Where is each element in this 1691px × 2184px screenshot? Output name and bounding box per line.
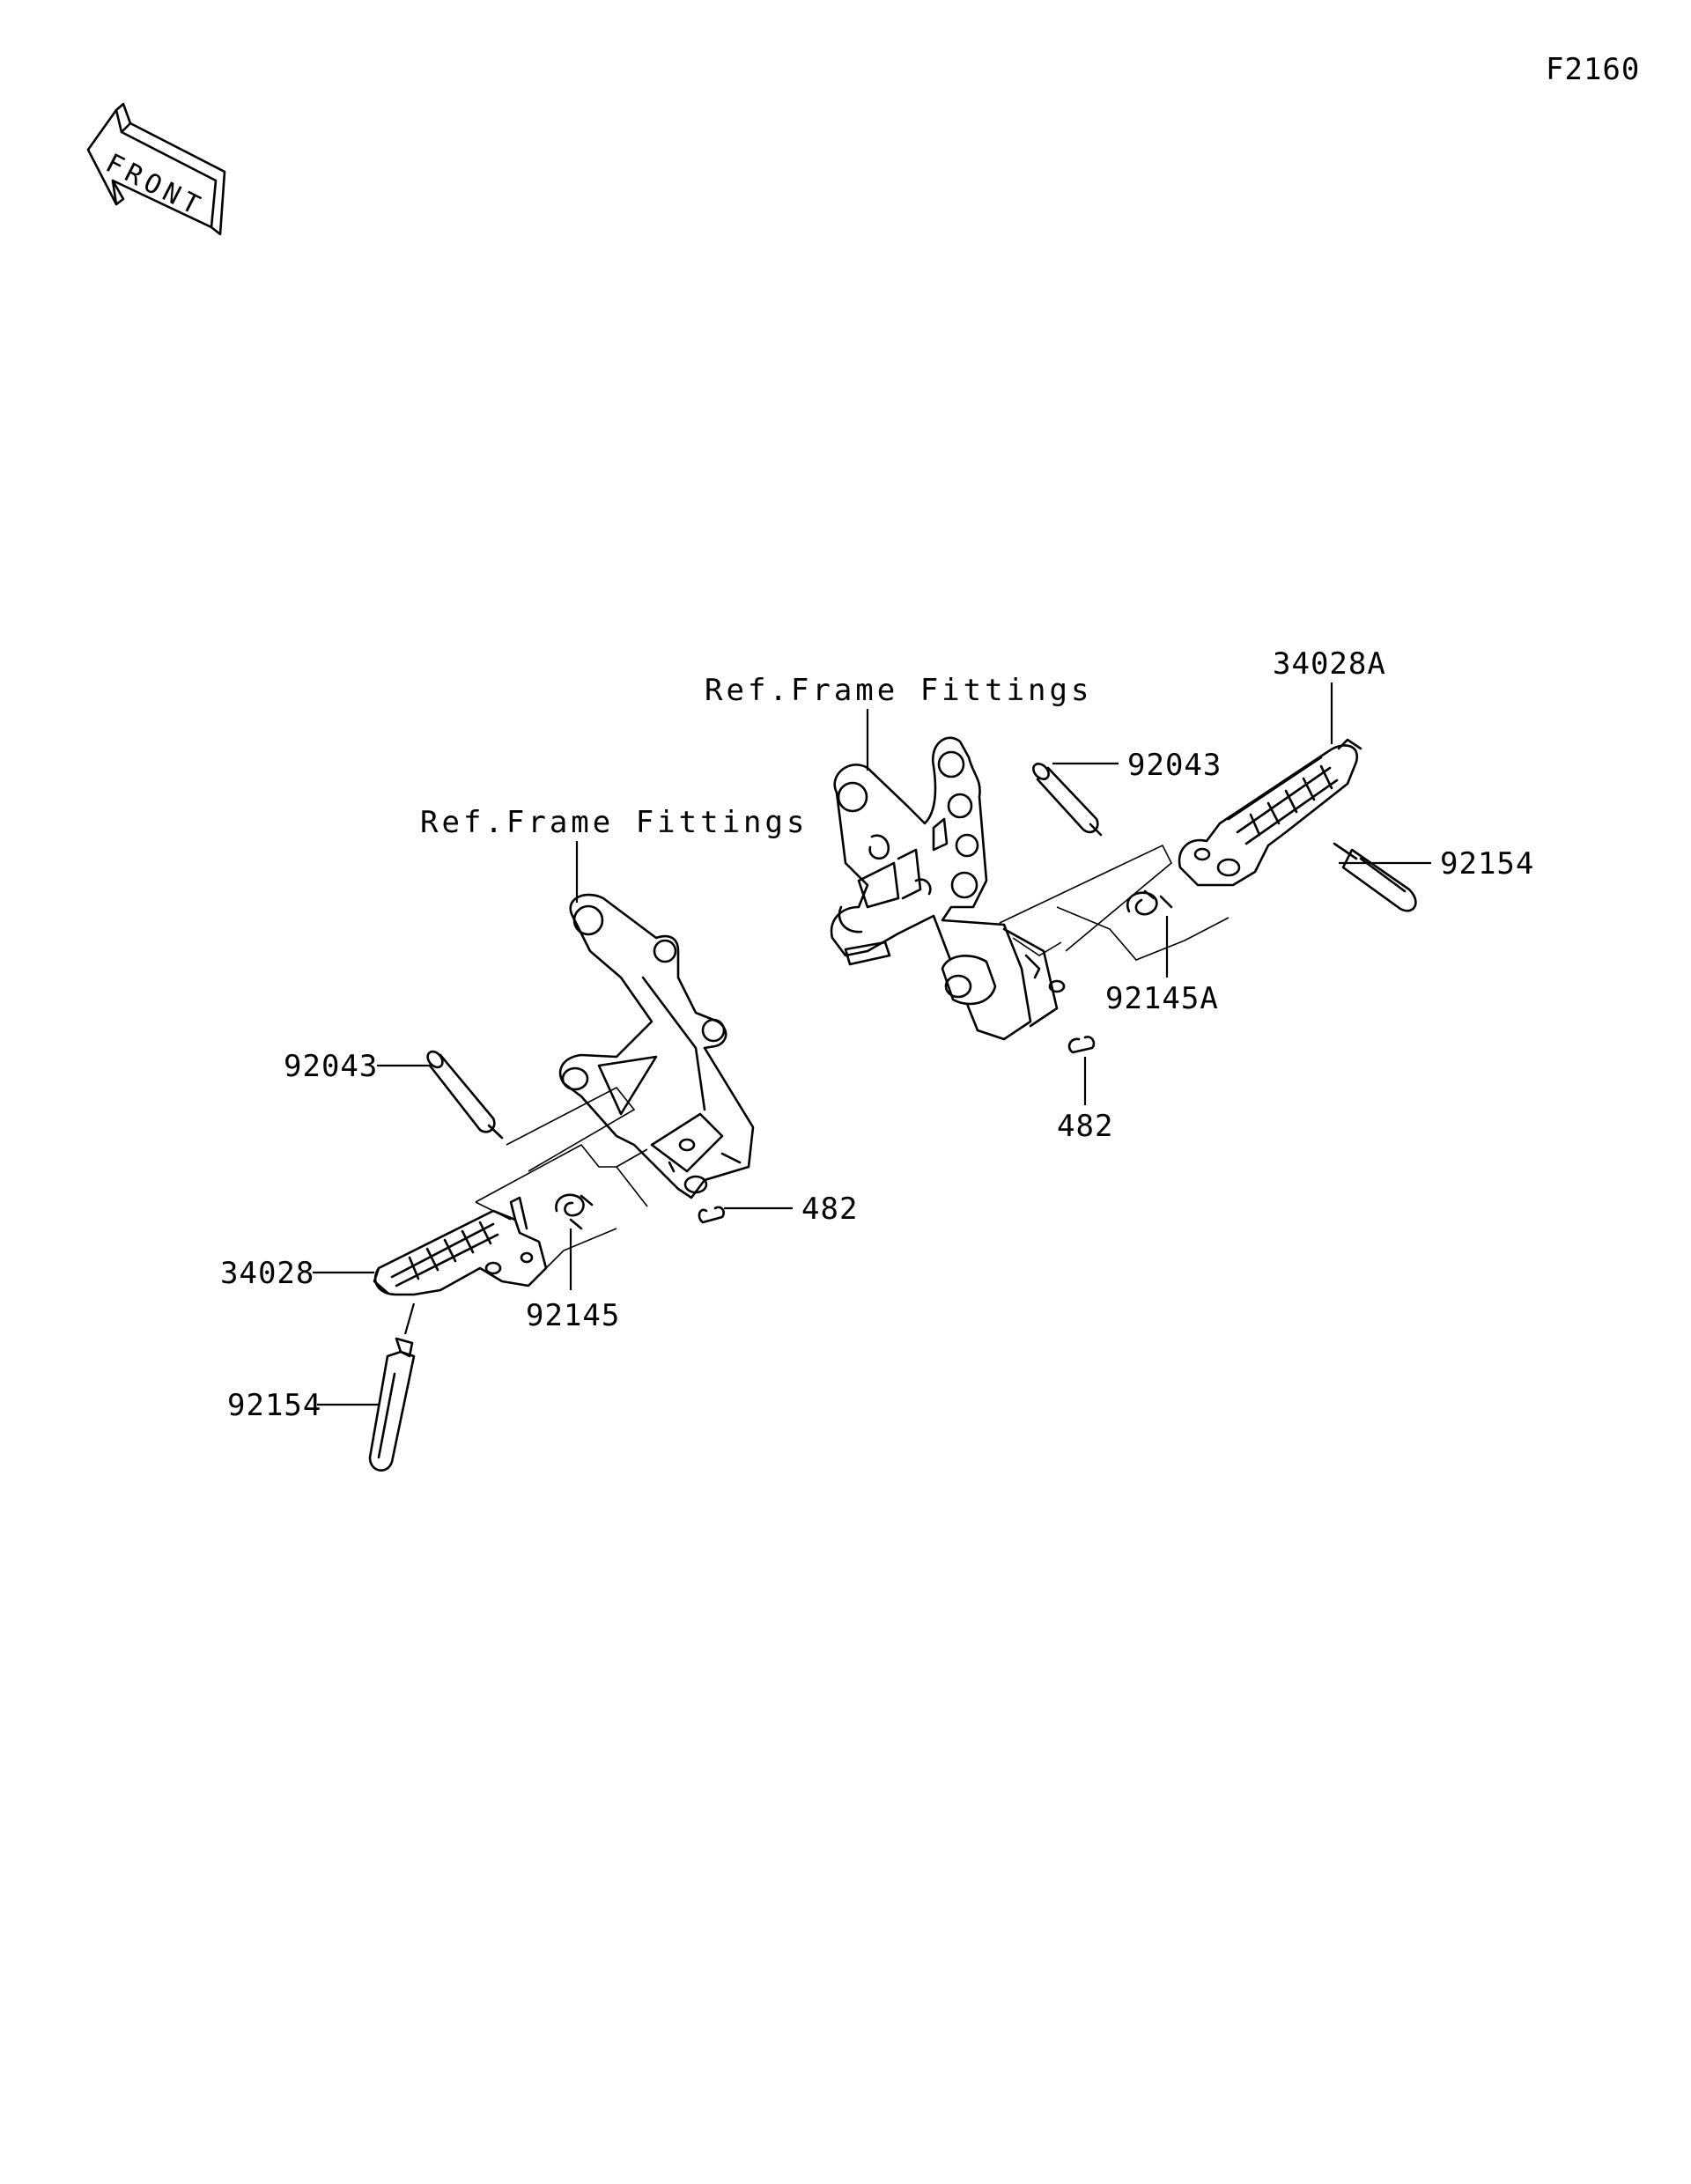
left-bracket-drawing <box>558 893 755 1199</box>
right-rubber-drawing <box>1333 842 1417 912</box>
left-clip-drawing <box>698 1206 725 1224</box>
label-ref-frame-fittings-right: Ref.Frame Fittings <box>705 673 1092 708</box>
label-92145: 92145 <box>526 1298 620 1333</box>
left-spring-drawing <box>555 1193 594 1230</box>
left-leader-lines <box>313 841 793 1406</box>
left-footpeg-drawing <box>373 1196 548 1296</box>
label-34028A: 34028A <box>1273 646 1386 682</box>
right-bracket-drawing <box>830 736 1066 1041</box>
label-92145A: 92145A <box>1105 981 1219 1016</box>
label-92043-left: 92043 <box>284 1049 378 1084</box>
label-92154-right: 92154 <box>1440 846 1534 882</box>
label-34028: 34028 <box>220 1256 314 1291</box>
label-ref-frame-fittings-left: Ref.Frame Fittings <box>420 805 808 840</box>
left-rubber-drawing <box>368 1337 416 1472</box>
label-482-right: 482 <box>1057 1109 1113 1144</box>
right-clip-drawing <box>1067 1036 1096 1054</box>
right-leader-lines <box>866 682 1431 1105</box>
label-92154-left: 92154 <box>227 1388 321 1423</box>
right-footpeg-drawing <box>1178 738 1362 887</box>
label-92043-right: 92043 <box>1127 748 1222 783</box>
label-482-left: 482 <box>801 1192 858 1227</box>
front-arrow-icon: FRONT <box>86 102 226 236</box>
left-pin-drawing <box>426 1050 504 1140</box>
figure-code: F2160 <box>1546 52 1640 87</box>
right-pin-drawing <box>1032 763 1103 837</box>
